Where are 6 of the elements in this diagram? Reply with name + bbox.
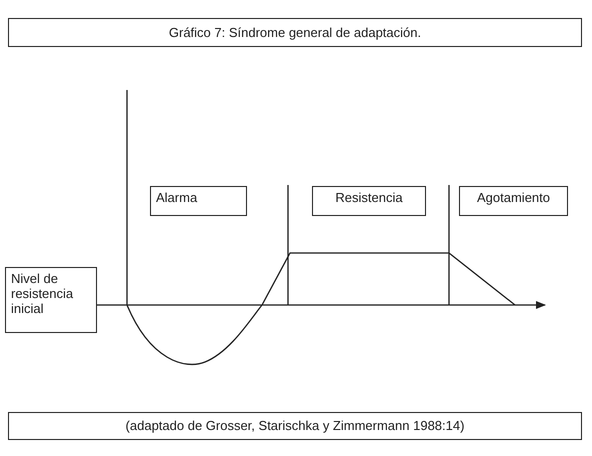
caption: (adaptado de Grosser, Starischka y Zimmermann 1988:14) [8, 412, 582, 440]
level-box: Nivel de resistencia inicial [5, 267, 97, 333]
phase-box: Alarma [150, 186, 247, 216]
title: Gráfico 7: Síndrome general de adaptación. [8, 18, 582, 47]
phase-box: Resistencia [312, 186, 426, 216]
phase-box: Agotamiento [459, 186, 568, 216]
